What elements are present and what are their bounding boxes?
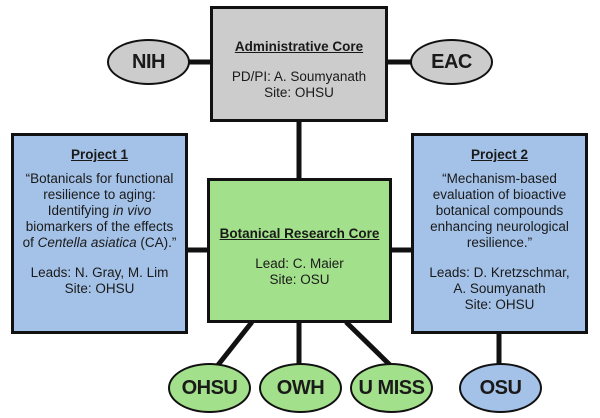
project1-description-text: biomarkers of the effects of xyxy=(22,219,174,250)
botanical-research-core-lead: Lead: C. Maier xyxy=(255,256,344,271)
site-osu: OSU xyxy=(459,363,542,413)
project1-title: Project 1 xyxy=(70,147,129,162)
project2-title: Project 2 xyxy=(470,147,529,162)
connector-core-ohsu xyxy=(216,320,254,367)
project1-site: Site: OHSU xyxy=(64,281,135,296)
site-umiss-label: U MISS xyxy=(358,376,425,399)
administrative-core-box: Administrative Core PD/PI: A. Soumyanath… xyxy=(210,6,388,122)
project1-box: Project 1 “Botanicals for functional res… xyxy=(11,133,188,334)
botanical-research-core-title: Botanical Research Core xyxy=(219,226,380,241)
project2-box: Project 2 “Mechanism-based evaluation of… xyxy=(411,133,588,334)
botanical-research-core-box: Botanical Research Core Lead: C. Maier S… xyxy=(207,178,392,323)
partner-nih-label: NIH xyxy=(132,50,165,73)
administrative-core-title: Administrative Core xyxy=(234,39,364,54)
site-owh: OWH xyxy=(259,363,342,413)
partner-eac-label: EAC xyxy=(431,50,472,73)
connector-core-umiss xyxy=(344,320,392,367)
site-umiss: U MISS xyxy=(350,363,433,413)
project2-description: “Mechanism-based evaluation of bioactive… xyxy=(430,171,569,250)
project1-description-italic: in vivo xyxy=(113,203,152,218)
project1-description: “Botanicals for functional resilience to… xyxy=(22,171,177,251)
partner-nih: NIH xyxy=(107,39,190,85)
partner-eac: EAC xyxy=(410,39,493,85)
project1-description-text: “Botanicals for functional resilience to… xyxy=(25,171,174,218)
project1-description-text: (CA).” xyxy=(136,235,177,250)
site-ohsu: OHSU xyxy=(168,363,251,413)
project2-leads: Leads: D. Kretzschmar, A. Soumyanath xyxy=(429,265,570,296)
site-owh-label: OWH xyxy=(276,376,325,399)
administrative-core-site: Site: OHSU xyxy=(264,85,334,100)
site-osu-label: OSU xyxy=(479,376,522,399)
project1-description-italic: Centella asiatica xyxy=(37,235,137,250)
administrative-core-pi: PD/PI: A. Soumyanath xyxy=(231,69,367,84)
site-ohsu-label: OHSU xyxy=(181,376,238,399)
project2-site: Site: OHSU xyxy=(464,297,535,312)
botanical-research-core-site: Site: OSU xyxy=(269,272,330,287)
project1-leads: Leads: N. Gray, M. Lim xyxy=(30,265,169,280)
